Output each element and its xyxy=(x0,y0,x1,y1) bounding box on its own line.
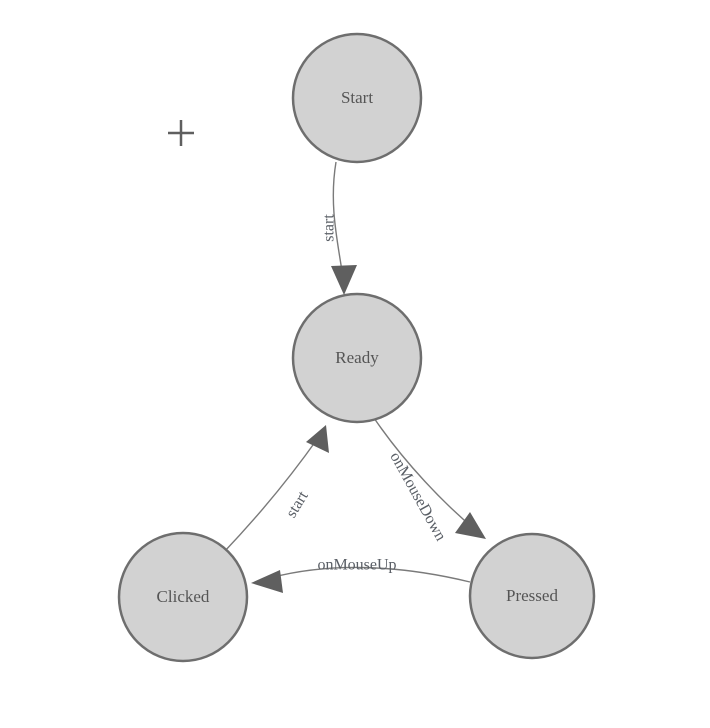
node-shape-clicked[interactable] xyxy=(117,531,249,663)
edge-ready-to-pressed[interactable]: onMouseDown xyxy=(373,417,486,544)
edge-arrowhead-pressed-to-clicked xyxy=(251,570,283,593)
markers-layer xyxy=(168,120,194,146)
edge-label-clicked-to-ready: start xyxy=(283,488,312,521)
node-ready[interactable]: Ready xyxy=(291,292,423,424)
edge-line-pressed-to-clicked xyxy=(269,566,471,583)
edge-pressed-to-clicked[interactable]: onMouseUp xyxy=(251,557,471,593)
edge-arrowhead-ready-to-pressed xyxy=(455,512,486,539)
edge-start-to-ready[interactable]: start xyxy=(321,161,357,295)
edge-line-ready-to-pressed xyxy=(373,417,479,533)
node-shape-pressed[interactable] xyxy=(468,532,596,660)
edge-label-pressed-to-clicked: onMouseUp xyxy=(317,557,396,574)
edge-arrowhead-clicked-to-ready xyxy=(306,425,329,453)
edge-clicked-to-ready[interactable]: start xyxy=(223,425,329,553)
edge-arrowhead-start-to-ready xyxy=(331,265,357,295)
edge-line-clicked-to-ready xyxy=(223,437,319,553)
crosshair-marker xyxy=(168,120,194,146)
node-shape-ready[interactable] xyxy=(291,292,423,424)
node-start[interactable]: Start xyxy=(291,32,423,164)
node-pressed[interactable]: Pressed xyxy=(468,532,596,660)
node-clicked[interactable]: Clicked xyxy=(117,531,249,663)
node-shape-start[interactable] xyxy=(291,32,423,164)
